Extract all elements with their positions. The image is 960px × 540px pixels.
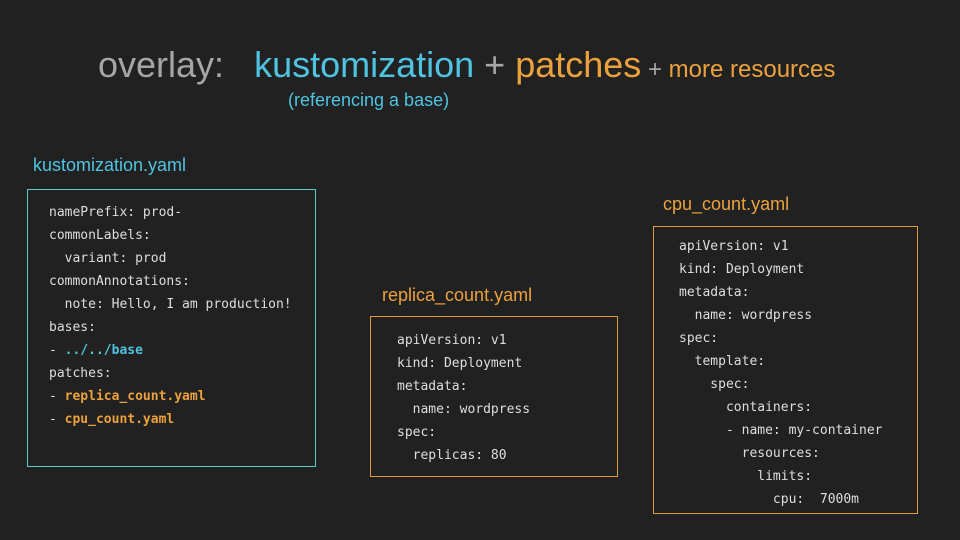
code-line: spec: [679,377,750,392]
code-line: note: Hello, I am production! [49,297,292,312]
file-label-cpu-count: cpu_count.yaml [663,194,790,214]
code-line: kind: Deployment [679,262,805,277]
code-line: cpu: 7000m [679,492,860,507]
code-line: kind: Deployment [397,356,523,371]
code-line: bases: [49,320,96,335]
slide-title: overlay: kustomization + patches + more … [98,44,835,86]
code-line: template: [679,354,766,369]
code-line: spec: [679,331,719,346]
code-line: replicas: 80 [397,448,507,463]
code-line: commonLabels: [49,228,151,243]
code-line: apiVersion: v1 [397,333,507,348]
title-segment: kustomization [254,44,475,85]
code-line: - cpu_count.yaml [49,412,175,427]
code-line: metadata: [679,285,750,300]
code-line: name: wordpress [397,402,531,417]
file-label-replica-count: replica_count.yaml [382,285,533,305]
code-line: namePrefix: prod- [49,205,183,220]
code-line: limits: [679,469,813,484]
code-line: patches: [49,366,112,381]
title-segment: + [641,56,669,83]
code-line: apiVersion: v1 [679,239,789,254]
code-box-kustomization: namePrefix: prod-commonLabels: variant: … [27,189,316,467]
code-line: - ../../base [49,343,143,358]
slide-subtitle: (referencing a base) [288,90,450,110]
code-line: commonAnnotations: [49,274,190,289]
title-segment: + [474,44,516,85]
code-line: resources: [679,446,820,461]
code-line: - replica_count.yaml [49,389,206,404]
code-line: metadata: [397,379,468,394]
code-line: spec: [397,425,437,440]
title-segment: patches [515,44,642,85]
code-line: variant: prod [49,251,167,266]
code-line: - name: my-container [679,423,883,438]
title-segment: more resources [668,56,836,83]
code-line: name: wordpress [679,308,813,323]
code-line: containers: [679,400,813,415]
file-label-kustomization: kustomization.yaml [33,155,187,175]
title-segment: overlay: [98,44,255,85]
